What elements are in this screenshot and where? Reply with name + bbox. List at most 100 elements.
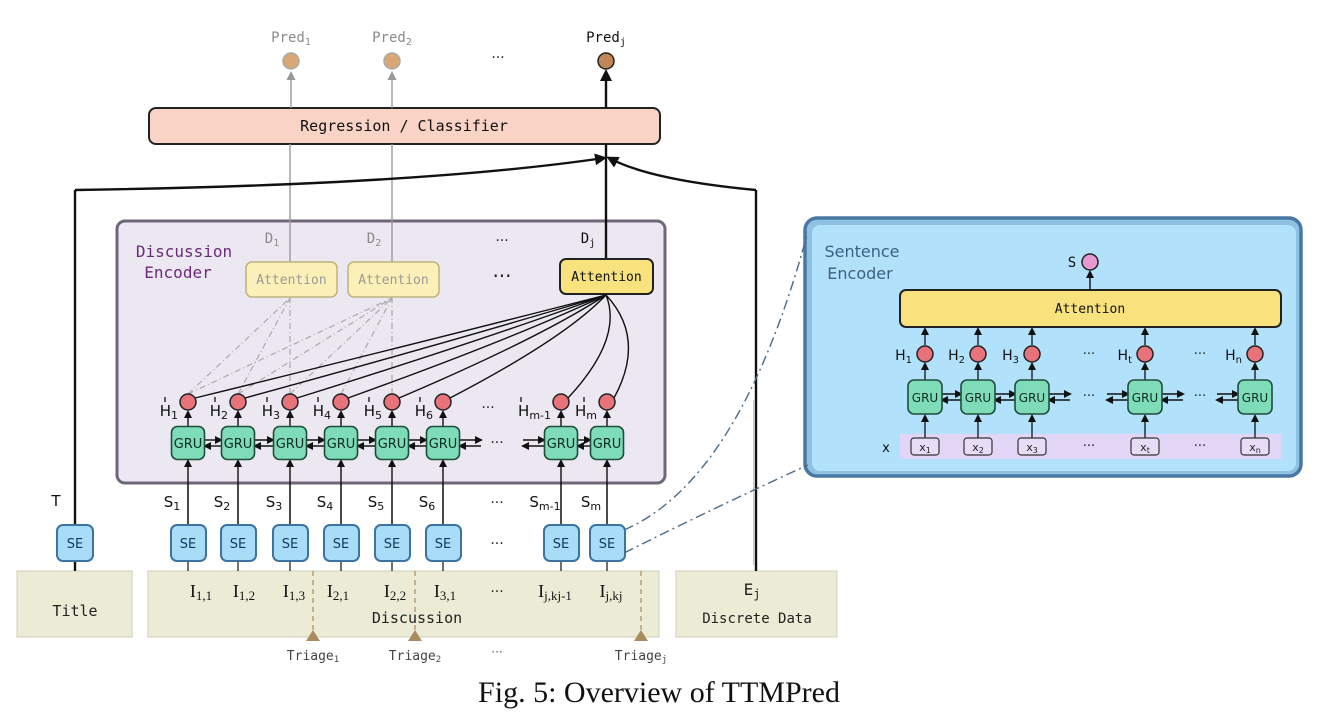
se-box-7: [543, 524, 580, 562]
discussion-input-box: [147, 570, 660, 638]
sentence-gru-label-4: GRU: [1132, 391, 1158, 405]
prediction-label-1: Pred1: [271, 30, 311, 48]
discussion-hidden-node-7: [552, 393, 570, 411]
attentionj-weight-line-6: [449, 294, 607, 399]
discussion-output-label-2-main: D: [367, 231, 375, 247]
prediction-ellipsis: ···: [491, 50, 504, 66]
discussion-gru-6-label: GRU: [429, 437, 458, 452]
attention1-weight-line-2: [237, 297, 291, 395]
zoom-connector-bottom: [623, 464, 809, 554]
attention-ellipsis: ···: [492, 264, 511, 288]
token-box-3: [1017, 437, 1047, 456]
prediction-node-3: [597, 52, 615, 70]
prediction-node-2: [383, 52, 401, 70]
attentionj-weight-line-5: [398, 294, 607, 399]
prediction-node-1: [282, 52, 300, 70]
issue-label-6: I3,1: [434, 581, 456, 603]
sentence-attention-label: Attention: [1055, 302, 1125, 317]
issue-label-5-main: I: [384, 581, 390, 601]
discussion-gru-7-label: GRU: [547, 437, 576, 452]
sentence-ellipsis: ···: [490, 495, 503, 511]
sentence-hidden-label-4-sub: t: [1128, 355, 1132, 366]
token-label-2-sub: 2: [979, 446, 984, 455]
sentence-encoder-title-2: Encoder: [827, 264, 893, 283]
issue-label-1-sub: 1,1: [196, 588, 212, 603]
discussion-gru-7: [543, 425, 579, 461]
se-label-7: SE: [553, 537, 569, 552]
triage-marker-3: [634, 630, 648, 641]
title-vector-label: T: [50, 492, 61, 510]
prediction-label-2-main: Pred: [372, 30, 406, 46]
attention2-weight-line-1: [187, 297, 393, 395]
sentence-hidden-label-2: H2: [948, 348, 965, 366]
discussion-gru-4: [323, 425, 359, 461]
discussion-hidden-label-7-main: H: [518, 402, 529, 420]
discussion-gru-8-label: GRU: [593, 437, 622, 452]
triage-marker-2: [408, 630, 422, 641]
discrete-var-ej: Ej: [744, 580, 761, 601]
token-label-2-main: x: [972, 441, 979, 454]
sentence-hidden-node-5: [1246, 345, 1264, 363]
sentence-label-5-sub: 5: [377, 500, 384, 513]
triage-label-1: Triage1: [287, 649, 339, 665]
sentence-label-8-sub: m: [590, 500, 601, 513]
discussion-hidden-node-3: [281, 393, 299, 411]
discussion-hidden-label-6-main: H: [415, 402, 426, 420]
discussion-hidden-label-7: Hm-1: [518, 402, 551, 422]
sentence-label-2-sub: 2: [223, 500, 230, 513]
sentence-encoder-ellipsis-5: ···: [1083, 439, 1095, 454]
sentence-encoder-ellipsis-2: ···: [1194, 347, 1206, 362]
se-box-1: [170, 524, 207, 562]
se-label-3: SE: [282, 537, 298, 552]
discussion-input-label: Discussion: [372, 609, 462, 627]
sentence-encoder-ellipsis-4: ···: [1194, 389, 1206, 404]
discussion-hidden-label-8: Hm: [575, 402, 597, 422]
token-label-1-sub: 1: [926, 446, 931, 455]
title-se-label: SE: [67, 537, 83, 552]
token-row-label: x: [882, 441, 890, 456]
sentence-hidden-label-2-sub: 2: [959, 355, 965, 366]
attention2-weight-line-4: [340, 297, 393, 395]
se-box-3: [272, 524, 309, 562]
discussion-hidden-label-7-sub: m-1: [529, 409, 551, 422]
discussion-output-label-1-sub: 1: [273, 238, 279, 249]
hidden-ellipsis: ···: [481, 400, 494, 416]
discrete-data-label: Discrete Data: [702, 611, 812, 627]
attention-box-1: [245, 261, 338, 298]
issue-label-8: Ij,kj: [600, 581, 623, 603]
sentence-hidden-label-3-sub: 3: [1013, 355, 1019, 366]
sentence-gru-2: [960, 379, 996, 415]
token-label-2: x2: [972, 441, 984, 455]
discussion-gru-2-label: GRU: [224, 437, 253, 452]
sentence-gru-label-5: GRU: [1242, 391, 1268, 405]
sentence-label-7-sub: m-1: [539, 500, 561, 513]
sentence-gru-label-1: GRU: [912, 391, 938, 405]
token-box-4: [1130, 437, 1160, 456]
discussion-gru-5: [374, 425, 410, 461]
sentence-hidden-label-3-main: H: [1002, 348, 1013, 364]
discrete-data-box: [675, 570, 838, 638]
se-label-4: SE: [333, 537, 349, 552]
prediction-label-3: Predj: [586, 30, 626, 48]
se-box-8: [589, 524, 626, 562]
token-box-5: [1240, 437, 1270, 456]
token-box-1: [910, 437, 940, 456]
discussion-hidden-label-3-main: H: [262, 402, 273, 420]
sentence-label-7-main: S: [529, 493, 539, 511]
attention-label-3: Attention: [571, 270, 641, 285]
token-label-5: xn: [1249, 441, 1261, 455]
discussion-hidden-label-5: H5: [364, 402, 382, 422]
sentence-gru-label-2: GRU: [965, 391, 991, 405]
sentence-hidden-label-4: Ht: [1118, 348, 1133, 366]
sentence-gru-5: [1237, 379, 1273, 415]
discussion-gru-4-label: GRU: [327, 437, 356, 452]
discussion-output-label-3: Dj: [581, 231, 595, 249]
issue-label-4-main: I: [327, 581, 333, 601]
sentence-label-1: S1: [164, 493, 181, 513]
title-input-box: [16, 570, 133, 638]
discussion-hidden-label-5-sub: 5: [375, 409, 382, 422]
classifier-box: [148, 107, 661, 145]
sentence-hidden-label-5-main: H: [1225, 348, 1236, 364]
discussion-gru-3: [272, 425, 308, 461]
